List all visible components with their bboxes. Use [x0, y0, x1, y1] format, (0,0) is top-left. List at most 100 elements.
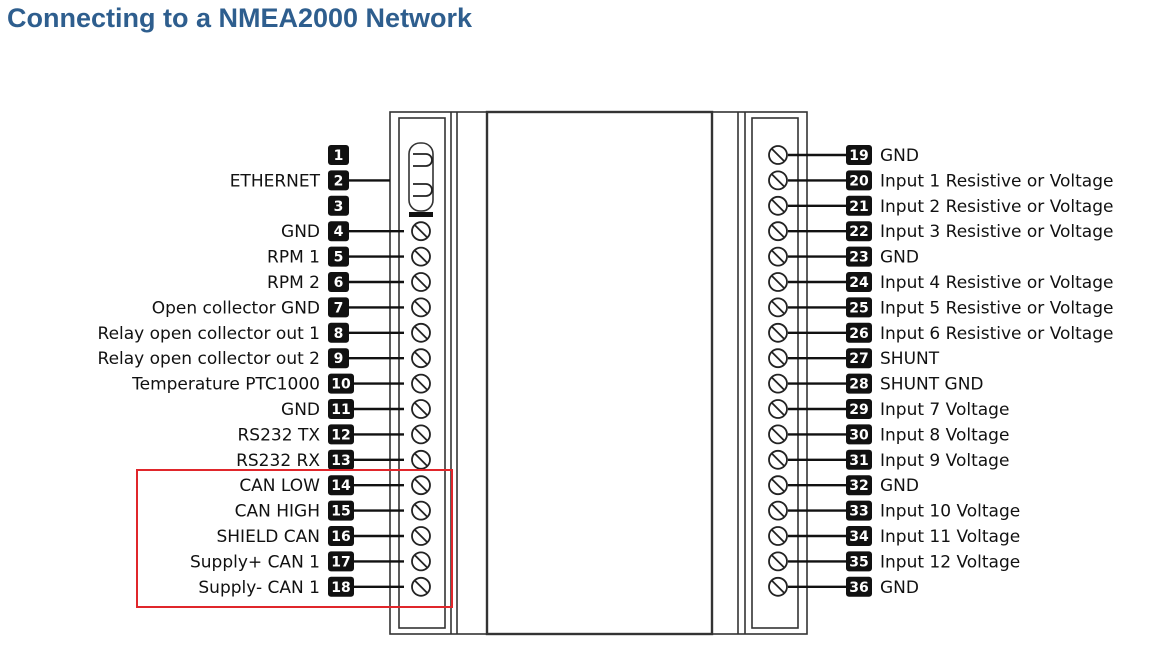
right-pin-number: 21 [849, 199, 868, 215]
left-pin-number: 15 [331, 504, 350, 520]
left-pin-4: 4 GND [281, 221, 431, 242]
left-pin-8: 8 Relay open collector out 1 [98, 322, 431, 344]
left-pin-number: 10 [331, 377, 351, 393]
left-pin-number: 2 [334, 173, 344, 189]
right-screw-slot [771, 173, 785, 188]
left-screw-slot [414, 326, 428, 340]
right-pin-badge [846, 246, 872, 267]
left-terminal-strip [398, 117, 446, 629]
right-pin-label: Input 7 Voltage [880, 400, 1009, 420]
left-pin-badge [328, 576, 354, 597]
ethernet-bar [409, 212, 433, 217]
left-pin-label: CAN LOW [239, 476, 320, 496]
right-pin-number: 19 [849, 148, 868, 164]
left-pin-label: Temperature PTC1000 [131, 375, 320, 395]
left-screw-slot [414, 453, 428, 467]
left-pin-16: 16 SHIELD CAN [216, 526, 431, 547]
left-pin-label: GND [281, 400, 320, 420]
left-pin-number: 12 [331, 427, 350, 443]
right-pin-number: 34 [849, 529, 869, 545]
right-pin-number: 32 [849, 478, 868, 494]
left-pin-badge [328, 526, 354, 546]
left-pin-number: 8 [334, 326, 344, 342]
left-pin-label: SHIELD CAN [216, 527, 320, 547]
right-pin-label: SHUNT GND [880, 375, 984, 395]
right-pin-number: 23 [849, 250, 868, 266]
right-pin-badge [846, 297, 872, 318]
left-pin-label: Relay open collector out 2 [98, 349, 320, 369]
left-pin-badge [328, 195, 349, 216]
left-pin-7: 7 Open collector GND [152, 297, 431, 318]
right-screw-slot [771, 148, 785, 162]
left-pin-label: RPM 2 [267, 273, 320, 293]
left-screw-slot [414, 300, 428, 315]
left-pin-number: 16 [331, 529, 350, 545]
ethernet-slot [413, 153, 433, 167]
right-pin-label: GND [880, 248, 919, 268]
left-pin-number: 6 [334, 275, 344, 291]
left-pin-number: 9 [334, 351, 344, 367]
left-pin-label: ETHERNET [230, 171, 321, 191]
left-pin-2: 2 ETHERNET [230, 170, 390, 191]
left-pin-number: 7 [334, 300, 344, 316]
right-pin-badge [846, 195, 872, 216]
right-pin-number: 25 [849, 300, 868, 316]
left-pin-number: 17 [331, 554, 350, 570]
right-pin-number: 24 [849, 275, 869, 291]
right-pin-badge [846, 424, 872, 445]
page-title: Connecting to a NMEA2000 Network [7, 3, 473, 33]
right-pin-32: 32 GND [768, 475, 919, 496]
right-pin-number: 33 [849, 504, 868, 520]
left-screw-slot [414, 351, 428, 365]
left-screw-slot [414, 402, 428, 416]
left-screw-slot [414, 529, 428, 543]
left-pin-badge [328, 399, 354, 419]
left-pin-badge [328, 348, 349, 369]
ethernet-port-frame [408, 142, 434, 212]
right-screw-slot [771, 224, 785, 238]
right-screw-slot [771, 275, 785, 289]
left-screw-slot [414, 554, 428, 569]
right-pin-label: GND [880, 476, 919, 496]
left-pin-number: 3 [334, 199, 344, 215]
device-housing [389, 110, 808, 636]
left-pin-10: 10 Temperature PTC1000 [131, 373, 431, 395]
right-pin-label: Input 9 Voltage [880, 451, 1009, 471]
left-pin-badge [328, 475, 354, 496]
left-pin-label: Supply- CAN 1 [198, 578, 320, 598]
left-pin-number: 4 [334, 224, 344, 240]
right-pin-number: 29 [849, 402, 868, 418]
left-pin-label: RS232 RX [236, 451, 320, 471]
left-pin-number: 1 [334, 148, 344, 164]
right-screw-slot [771, 249, 785, 264]
left-pin-label: CAN HIGH [235, 502, 320, 522]
left-pin-label: GND [281, 222, 320, 242]
left-pin-label: Open collector GND [152, 298, 320, 318]
right-screw-slot [771, 554, 785, 569]
left-screw-slot [414, 580, 428, 594]
left-pin-label: Supply+ CAN 1 [190, 552, 320, 572]
right-pin-label: Input 5 Resistive or Voltage [880, 298, 1113, 318]
left-pin-3: 3 [328, 195, 349, 216]
right-pin-badge [846, 348, 872, 369]
right-pin-badge [846, 475, 872, 496]
left-pin-number: 11 [331, 402, 350, 418]
left-pin-badge [328, 145, 349, 165]
right-screw-slot [771, 402, 785, 416]
left-pin-badge [328, 500, 354, 521]
right-screw-slot [771, 453, 785, 467]
right-pin-label: Input 8 Voltage [880, 425, 1009, 445]
right-screw-slot [771, 478, 785, 492]
right-pin-label: Input 10 Voltage [880, 502, 1020, 522]
left-pin-label: Relay open collector out 1 [98, 324, 320, 344]
right-screw-slot [771, 580, 785, 594]
right-pin-number: 27 [849, 351, 868, 367]
left-pin-label: RS232 TX [238, 425, 321, 445]
